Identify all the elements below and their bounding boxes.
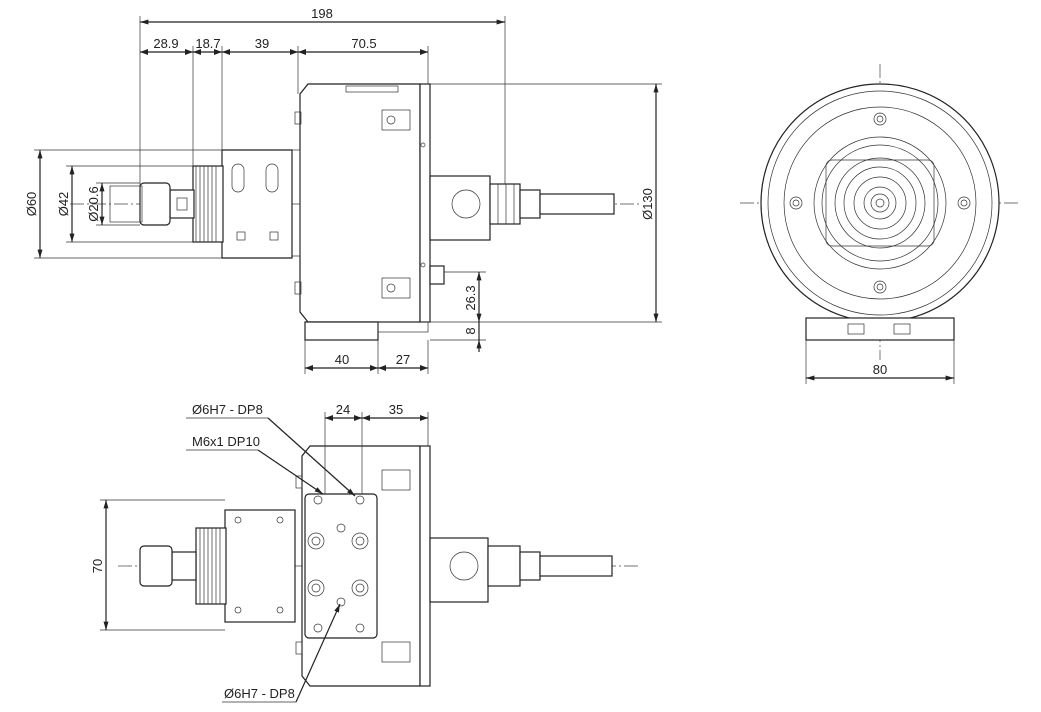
dim-top24: 24	[336, 402, 350, 417]
dim-width80: 80	[873, 362, 887, 377]
dim-base40: 40	[335, 352, 349, 367]
right-diameter-dim	[430, 83, 662, 323]
left-diameter-dims	[34, 149, 222, 259]
collar-block	[221, 149, 293, 259]
end-view: 80	[740, 64, 1020, 384]
hex-shank	[169, 189, 195, 219]
mounting-plate	[304, 493, 378, 639]
end-view-bolts	[789, 112, 971, 294]
spindle-core	[870, 193, 890, 213]
dim-seg3: 39	[255, 36, 269, 51]
height70-dim	[100, 499, 225, 631]
base-slot-right	[893, 323, 911, 335]
hex-fitting	[489, 183, 521, 225]
dim-seg4: 70.5	[351, 36, 376, 51]
side-view: 198 28.9 18.7 39 70.5 Ø60 Ø42 Ø20.6 Ø130	[24, 6, 662, 374]
dim-dia60: Ø60	[24, 192, 39, 217]
hub-inner	[853, 176, 907, 230]
bolt-circle	[783, 106, 977, 300]
callout-pin-hole-top: Ø6H7 - DP8	[192, 402, 263, 417]
dim-dia42: Ø42	[56, 192, 71, 217]
rotary-fitting	[429, 175, 491, 241]
hub-outer	[834, 157, 926, 249]
outer-ring-inner	[767, 90, 993, 316]
flange-ring-inner	[821, 144, 939, 262]
spindle	[863, 186, 897, 220]
base-slot-left	[847, 323, 865, 335]
top-knurled-nut	[195, 527, 227, 605]
width-dim	[805, 340, 955, 384]
pneumatic-port	[429, 265, 445, 285]
flange-ring	[813, 136, 947, 270]
housing-screw-top	[381, 109, 411, 131]
top-rotary-fitting	[429, 537, 489, 603]
tool-tip	[139, 182, 171, 226]
shank-flat	[176, 197, 188, 211]
dim-seg2: 18.7	[195, 36, 220, 51]
housing-top-slot	[345, 85, 399, 93]
callout-pin-hole-bottom: Ø6H7 - DP8	[224, 686, 295, 701]
flange-dot-top	[420, 142, 426, 148]
base-dims	[304, 340, 429, 374]
top-collar	[224, 509, 296, 623]
knurl-lines	[195, 166, 217, 242]
top-shank	[171, 551, 197, 581]
base-plate	[304, 321, 379, 341]
fitting-hole	[451, 189, 481, 219]
collar-slots	[231, 163, 279, 241]
dim-h26: 26.3	[463, 285, 478, 310]
spindle-bore	[875, 198, 885, 208]
top-housing-flange	[419, 445, 431, 687]
top-air-hose	[539, 555, 613, 577]
top-view: 24 35 70 Ø6H7 - DP8 M6x1 DP10 Ø6H7 - DP8	[90, 402, 640, 703]
top-tool-tip	[139, 545, 173, 587]
dim-base27: 27	[396, 352, 410, 367]
tool-end	[109, 185, 143, 223]
housing-screw-bottom	[381, 277, 411, 299]
mounting-plate-holes	[307, 495, 369, 633]
main-housing	[299, 83, 421, 323]
dim-h8: 8	[463, 327, 478, 334]
callout-leaders	[186, 417, 356, 703]
dim-dia130: Ø130	[640, 188, 655, 220]
end-view-base	[805, 317, 955, 341]
dim-dia20: Ø20.6	[86, 186, 101, 221]
top-screw-bottom	[381, 641, 411, 663]
hub-mid	[843, 166, 917, 240]
dim-height70: 70	[90, 559, 105, 573]
callout-thread-hole: M6x1 DP10	[192, 434, 260, 449]
top-screw-top	[381, 469, 411, 491]
fitting-collar	[519, 189, 541, 219]
base-plate-step	[377, 321, 429, 333]
dim-seg1: 28.9	[153, 36, 178, 51]
top-knurl-lines	[199, 528, 221, 604]
air-hose	[539, 193, 615, 215]
top-dimension-chain	[139, 16, 506, 190]
flange-dot-bottom	[420, 262, 426, 268]
top-hex-fitting	[487, 545, 521, 587]
dim-top35: 35	[389, 402, 403, 417]
dim-overall-length: 198	[311, 6, 333, 21]
height-dims	[430, 271, 486, 352]
top-view-dims	[324, 412, 429, 494]
outer-ring	[760, 83, 1000, 323]
square-housing	[825, 159, 935, 247]
housing-flange	[419, 83, 431, 323]
